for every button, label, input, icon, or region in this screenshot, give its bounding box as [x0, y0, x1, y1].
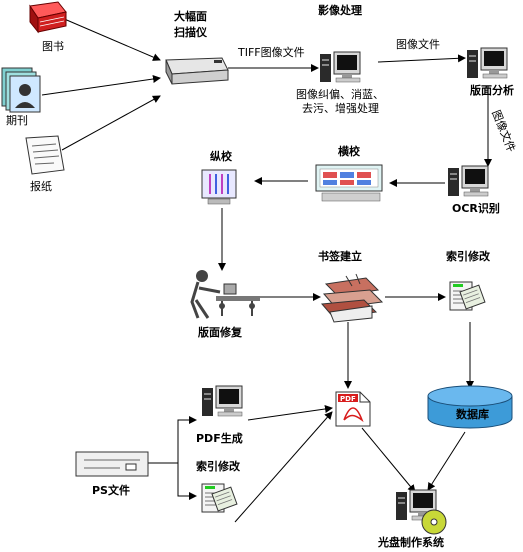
edge-newspapers-scanner [61, 95, 161, 151]
pdf-file-icon: PDF [335, 391, 371, 427]
edge-database-disc [427, 431, 466, 491]
label-ocr: OCR识别 [452, 201, 500, 215]
edge-pdfgen-pdf [247, 405, 333, 421]
database-icon [427, 385, 513, 429]
newspaper-icon [25, 135, 65, 175]
label-image-file-vertical: 图像文件 [489, 108, 518, 154]
ocr-computer-icon [447, 165, 489, 197]
label-scanner-line2: 扫描仪 [174, 25, 208, 39]
label-newspapers: 报纸 [30, 179, 52, 193]
edge-ps-pdfgen [148, 416, 197, 464]
label-database: 数据库 [456, 407, 489, 421]
label-processing-line2: 去污、增强处理 [302, 101, 379, 115]
label-layout-repair: 版面修复 [198, 325, 243, 339]
journal-icon [1, 67, 41, 113]
label-scanner-line1: 大幅面 [174, 9, 207, 23]
label-tiff-file: TIFF图像文件 [237, 45, 305, 59]
worker-conveyor-icon [190, 270, 260, 319]
label-books: 图书 [42, 40, 64, 53]
label-processing-line1: 图像纠偏、消蓝、 [296, 87, 384, 101]
bookmark-books-icon [320, 273, 384, 323]
label-bookmark: 书签建立 [318, 249, 362, 263]
index-edit-top-icon [449, 281, 486, 311]
layout-analysis-computer-icon [466, 47, 508, 79]
ps-file-icon [75, 451, 149, 477]
label-cross-check: 横校 [338, 144, 361, 158]
label-disc-system: 光盘制作系统 [377, 535, 444, 549]
edge-ps-index2 [177, 463, 197, 500]
edge-index2-pdf [234, 411, 333, 523]
label-index-edit-bottom: 索引修改 [196, 459, 241, 473]
label-index-edit-top: 索引修改 [446, 249, 491, 263]
label-layout-analysis: 版面分析 [470, 83, 514, 97]
pdf-icon-text: PDF [340, 395, 356, 403]
label-vertical-check: 纵校 [210, 149, 233, 163]
cross-check-icon [315, 164, 383, 202]
edge-books-scanner [61, 17, 161, 61]
scanner-icon [165, 57, 229, 85]
book-icon [29, 1, 67, 34]
edge-processing-layout [377, 54, 466, 63]
label-journals: 期刊 [6, 114, 28, 127]
edge-pdf-disc [361, 427, 416, 493]
pdf-generate-computer-icon [201, 385, 243, 417]
cd-disc-icon [421, 509, 447, 535]
edge-journals-scanner [41, 75, 161, 96]
index-edit-bottom-icon [201, 483, 238, 513]
label-ps-file: PS文件 [92, 483, 130, 497]
vertical-check-icon [201, 169, 237, 205]
label-pdf-generate: PDF生成 [196, 431, 243, 445]
label-image-processing: 影像处理 [318, 3, 362, 17]
label-image-file-top: 图像文件 [396, 37, 440, 51]
processing-computer-icon [319, 51, 361, 83]
